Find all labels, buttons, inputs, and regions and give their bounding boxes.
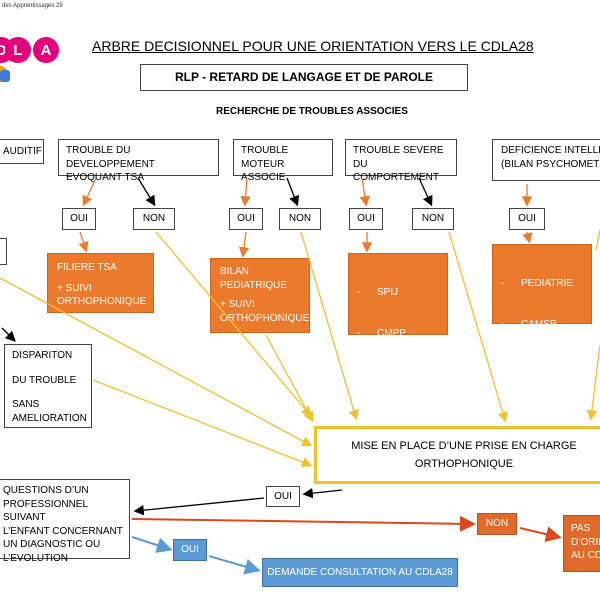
- comportement-oui: OUI: [349, 208, 383, 230]
- category-moteur: TROUBLE MOTEUR ASSOCIE: [233, 139, 333, 183]
- logo: des Apprentissages 29 D L A: [0, 0, 75, 90]
- category-deficience-line2: (BILAN PSYCHOMETRI: [501, 158, 600, 170]
- moteur-oui: OUI: [229, 208, 263, 230]
- arrow-to-disparition: [1, 327, 16, 342]
- arrow-comportement-non: [418, 177, 433, 207]
- category-auditif: AUDITIF: [0, 139, 44, 164]
- category-comportement-line1: TROUBLE SEVERE DU: [353, 145, 444, 170]
- arrow-non-pas: [519, 526, 562, 543]
- arrow-comportement-non-pec: [448, 231, 508, 423]
- diagnostic-oui: OUI: [173, 539, 207, 561]
- arrow-pec-oui: [302, 487, 343, 499]
- questions-box: QUESTIONS D’UN PROFESSIONNEL SUIVANT L’E…: [0, 479, 130, 564]
- arrow-oui-demande: [208, 555, 261, 575]
- arrow-questions-non: [131, 515, 476, 532]
- comportement-non: NON: [412, 208, 454, 230]
- auditif-result-box: [0, 238, 7, 265]
- moteur-non: NON: [279, 208, 321, 230]
- arrow-moteur-non-pec: [300, 231, 359, 421]
- demande-label: DEMANDE CONSULTATION AU CDLA28: [267, 566, 453, 578]
- category-auditif-label: AUDITIF: [3, 146, 42, 157]
- category-tsa: TROUBLE DU DEVELOPPEMENT EVOQUANT TSA: [58, 139, 219, 183]
- arrow-moteur-outcome: [238, 231, 250, 258]
- arrow-deficience-outcome: [522, 231, 533, 244]
- arrow-tsa-oui: [82, 177, 97, 207]
- arrow-tsa-non: [137, 177, 156, 207]
- arrow-comportement-oui: [359, 177, 370, 207]
- arrow-tsa-non-pec: [155, 231, 312, 417]
- pas-orientation-box: PAS D’ORIE AU CD: [563, 515, 600, 572]
- category-tsa-line1: TROUBLE DU DEVELOPPEMENT: [66, 145, 155, 170]
- demande-box: DEMANDE CONSULTATION AU CDLA28: [262, 558, 458, 587]
- prise-en-charge-box: MISE EN PLACE D’UNE PRISE EN CHARGE ORTH…: [314, 426, 600, 484]
- tsa-oui: OUI: [62, 208, 96, 230]
- subtitle: RECHERCHE DE TROUBLES ASSOCIES: [216, 106, 408, 117]
- tsa-non: NON: [133, 208, 175, 230]
- questions-non: NON: [477, 513, 517, 535]
- arrow-auditif-pec: [0, 277, 313, 447]
- arrow-questions-oui: [131, 536, 173, 553]
- arrow-disparition-pec: [92, 379, 313, 467]
- disparition-box: DISPARITON DU TROUBLE SANS AMELIORATION: [4, 344, 92, 428]
- category-deficience-line1: DEFICIENCE INTELLECT: [501, 145, 600, 156]
- logo-figure-icon: [0, 70, 10, 82]
- arrow-orange-moteur-pec: [265, 334, 314, 423]
- logo-caption: des Apprentissages 29: [2, 3, 63, 9]
- logo-letter-a: A: [33, 37, 59, 63]
- category-moteur-line1: TROUBLE MOTEUR: [241, 145, 289, 170]
- category-moteur-line2: ASSOCIE: [241, 172, 286, 183]
- category-comportement-line2: COMPORTEMENT: [353, 172, 439, 183]
- rlp-label: RLP - RETARD DE LANGAGE ET DE PAROLE: [174, 70, 433, 85]
- arrow-deficience-right: [595, 229, 600, 251]
- arrow-moteur-non: [286, 177, 300, 207]
- outcome-deficience: - PEDIATRIE - CAMSP + SUIVI ORTHOPHONIQU…: [492, 244, 592, 417]
- arrow-moteur-oui: [240, 177, 251, 207]
- arrow-tsa-outcome: [78, 231, 89, 253]
- rlp-box: RLP - RETARD DE LANGAGE ET DE PAROLE: [140, 64, 468, 91]
- category-deficience: DEFICIENCE INTELLECT (BILAN PSYCHOMETRI: [492, 139, 600, 181]
- outcome-moteur: BILAN PEDIATRIQUE + SUIVI ORTHOPHONIQUE: [210, 258, 310, 333]
- deficience-oui: OUI: [509, 208, 545, 230]
- category-comportement: TROUBLE SEVERE DU COMPORTEMENT: [345, 139, 457, 183]
- arrow-oui-questions: [133, 497, 265, 516]
- page-title: ARBRE DECISIONNEL POUR UNE ORIENTATION V…: [92, 38, 534, 54]
- arrow-deficience-pec: [586, 344, 600, 421]
- category-tsa-line2: EVOQUANT TSA: [66, 172, 144, 183]
- outcome-tsa: FILIERE TSA + SUIVI ORTHOPHONIQUE: [47, 253, 154, 313]
- questions-oui: OUI: [266, 486, 300, 507]
- logo-letter-l: L: [5, 37, 31, 63]
